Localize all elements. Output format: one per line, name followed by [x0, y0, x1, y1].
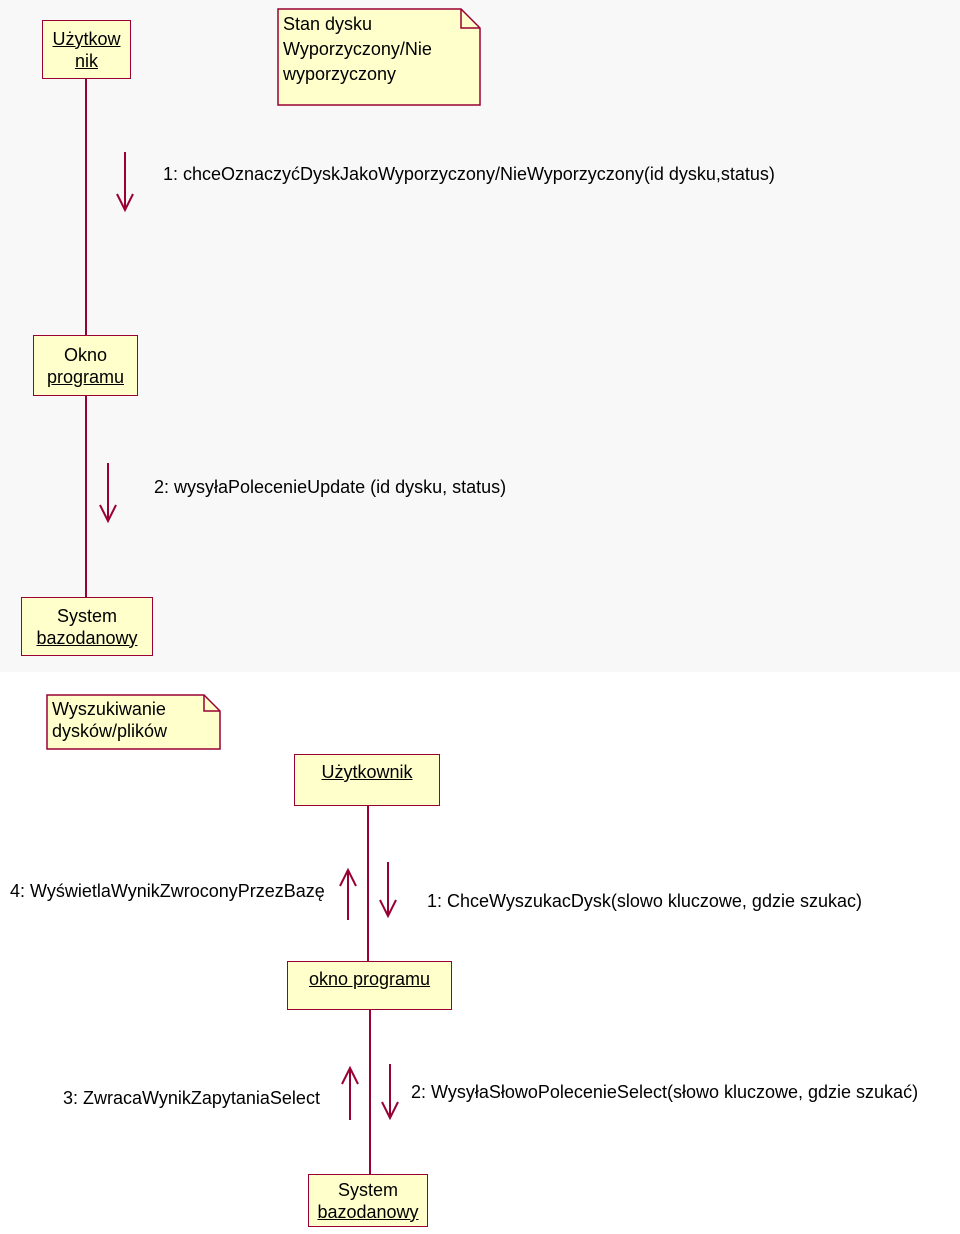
d2-arrow-m1 — [379, 862, 397, 919]
d1-object-window[interactable]: Okno programu — [33, 335, 138, 396]
d2-arrow-m2 — [381, 1064, 399, 1121]
d1-object-user[interactable]: Użytkow nik — [42, 20, 131, 79]
d2-object-user-label: Użytkownik — [321, 762, 413, 782]
d2-arrow-m3 — [341, 1065, 359, 1120]
d2-arrow-m4 — [339, 867, 357, 920]
d2-object-window[interactable]: okno programu — [287, 961, 452, 1010]
d1-note: Stan dysku Wyporzyczony/Nie wyporzyczony — [277, 8, 481, 106]
d2-message-1: 1: ChceWyszukacDysk(slowo kluczowe, gdzi… — [427, 891, 862, 911]
d1-arrow-m2 — [99, 463, 117, 524]
d1-message-2: 2: wysyłaPolecenieUpdate (id dysku, stat… — [154, 477, 507, 497]
d1-object-db[interactable]: System bazodanowy — [21, 597, 153, 656]
d1-note-text: Stan dysku Wyporzyczony/Nie wyporzyczony — [283, 14, 432, 84]
d2-message-2: 2: WysyłaSłowoPolecenieSelect(słowo kluc… — [411, 1082, 919, 1102]
d2-object-db-line1: System — [337, 1179, 398, 1200]
note-shape-icon — [277, 8, 481, 106]
d1-object-window-line2: programu — [46, 366, 125, 387]
d1-object-window-line1: Okno — [63, 344, 108, 365]
d2-object-window-label: okno programu — [308, 969, 431, 989]
d1-message-1: 1: chceOznaczyćDyskJakoWyporzyczony/NieW… — [163, 164, 775, 184]
d2-message-3: 3: ZwracaWynikZapytaniaSelect — [63, 1088, 320, 1108]
d1-arrow-m1 — [116, 152, 134, 213]
diagram1-panel — [0, 0, 960, 672]
d1-object-db-line2: bazodanowy — [36, 627, 138, 648]
d2-object-db-line2: bazodanowy — [317, 1201, 419, 1222]
note-shape-icon — [46, 694, 221, 750]
d1-object-user-line2: nik — [74, 50, 98, 71]
d2-note-text: Wyszukiwanie dysków/plików — [52, 699, 168, 741]
d2-note: Wyszukiwanie dysków/plików — [46, 694, 221, 750]
d1-object-db-line1: System — [56, 605, 117, 626]
d1-object-user-line1: Użytkow — [52, 28, 121, 49]
d2-object-db[interactable]: System bazodanowy — [308, 1174, 428, 1227]
d2-message-4: 4: WyświetlaWynikZwroconyPrzezBazę — [10, 881, 325, 901]
d2-object-user[interactable]: Użytkownik — [294, 754, 440, 806]
